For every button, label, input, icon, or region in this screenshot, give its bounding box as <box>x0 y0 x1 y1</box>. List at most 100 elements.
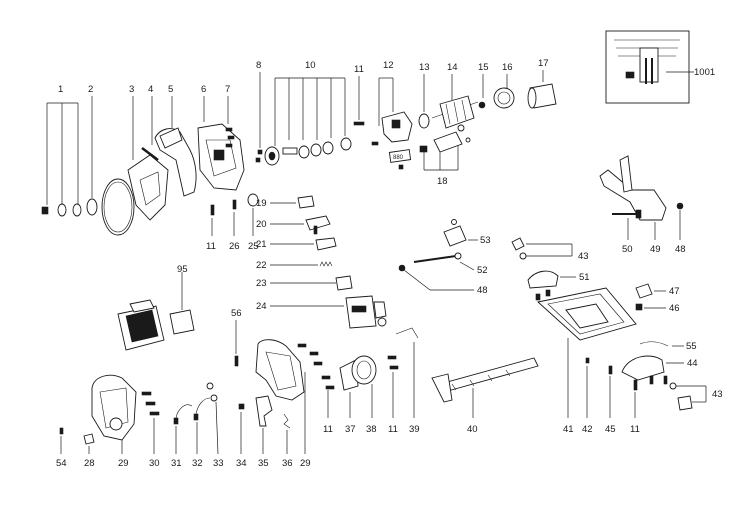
label-47: 47 <box>669 286 680 297</box>
part-10-gear-shaft-set <box>264 77 352 166</box>
label-29-right: 29 <box>300 458 311 469</box>
part-11-screw-right <box>633 379 638 418</box>
label-45: 45 <box>605 424 616 435</box>
part-5-blade-guard <box>154 96 197 197</box>
label-34: 34 <box>236 458 247 469</box>
label-8: 8 <box>256 60 261 71</box>
label-43-bottom: 43 <box>712 389 723 400</box>
part-4-pin <box>141 96 159 161</box>
label-11-housing: 11 <box>323 424 333 435</box>
label-23: 23 <box>256 278 267 289</box>
label-24: 24 <box>256 301 267 312</box>
label-95: 95 <box>177 264 188 275</box>
part-45-screw <box>608 365 613 418</box>
part-95-label <box>169 272 195 335</box>
part-51-bevel-lock <box>527 270 576 289</box>
part-39-hex-key <box>395 327 419 418</box>
label-44: 44 <box>687 358 698 369</box>
part-1-screw-washers <box>41 102 82 217</box>
part-56-pin <box>234 320 239 367</box>
battery-label: 880 <box>393 155 404 161</box>
part-11-screw-top <box>353 76 365 126</box>
part-46-nut <box>635 303 666 311</box>
label-1: 1 <box>58 84 63 95</box>
label-46: 46 <box>669 303 680 314</box>
label-20: 20 <box>256 219 267 230</box>
part-7-screws <box>225 96 235 148</box>
part-26-pin <box>232 199 237 236</box>
part-44-dust-port <box>621 355 684 381</box>
label-25: 25 <box>248 241 259 252</box>
label-37: 37 <box>345 424 356 435</box>
label-26: 26 <box>229 241 240 252</box>
part-20-lever <box>270 215 331 235</box>
label-56: 56 <box>231 308 242 319</box>
label-2: 2 <box>88 84 93 95</box>
label-3: 3 <box>129 84 134 95</box>
label-39: 39 <box>409 424 420 435</box>
part-battery-pack-small: 880 <box>388 149 412 170</box>
part-30-screws <box>141 391 160 454</box>
label-22: 22 <box>256 260 267 271</box>
label-11-left: 11 <box>206 241 216 252</box>
label-14: 14 <box>447 62 458 73</box>
part-41-base-plate <box>535 287 637 418</box>
label-49: 49 <box>650 244 661 255</box>
label-48-right: 48 <box>675 244 686 255</box>
part-47-knob <box>635 283 666 299</box>
part-54-pin <box>59 427 64 454</box>
label-40: 40 <box>467 424 478 435</box>
part-25-bushing <box>247 193 259 236</box>
part-battery-pack <box>117 299 165 351</box>
part-17-sleeve <box>527 70 557 109</box>
label-38: 38 <box>366 424 377 435</box>
part-50-bolt <box>612 209 642 240</box>
part-43-screws-top <box>511 237 573 260</box>
part-33-terminal <box>206 382 219 455</box>
label-5: 5 <box>168 84 173 95</box>
part-16-fan-cap <box>493 74 515 109</box>
label-41: 41 <box>563 424 574 435</box>
part-48-knob-right <box>676 202 684 240</box>
part-49-guide-rail <box>599 155 667 240</box>
part-24-switch-assembly <box>270 295 387 329</box>
part-32-wire <box>193 397 211 454</box>
part-35-trigger <box>255 395 273 454</box>
part-8-screws <box>255 72 263 163</box>
label-51: 51 <box>579 272 590 283</box>
part-13-bearing <box>418 74 430 129</box>
part-18-brush-holders <box>419 124 471 171</box>
label-13: 13 <box>419 62 430 73</box>
label-17: 17 <box>538 58 549 69</box>
label-18: 18 <box>437 176 448 187</box>
label-10: 10 <box>305 60 316 71</box>
part-38-gear-housing <box>351 355 377 418</box>
part-11-screw-left <box>210 204 215 236</box>
label-11-gear: 11 <box>388 424 398 435</box>
label-33: 33 <box>213 458 224 469</box>
label-4: 4 <box>148 84 153 95</box>
part-52-rod <box>413 252 475 271</box>
label-55: 55 <box>686 341 697 352</box>
label-1001: 1001 <box>694 67 715 78</box>
label-29-left: 29 <box>118 458 129 469</box>
label-53: 53 <box>480 235 491 246</box>
label-21: 21 <box>256 239 267 250</box>
label-36: 36 <box>282 458 293 469</box>
part-55-clip <box>639 341 684 347</box>
part-36-spring <box>283 413 291 454</box>
part-14-armature <box>431 74 486 129</box>
part-6-upper-housing <box>197 96 245 191</box>
part-31-wire <box>173 404 193 454</box>
label-11-right: 11 <box>630 424 640 435</box>
label-30: 30 <box>149 458 160 469</box>
label-54: 54 <box>56 458 67 469</box>
label-6: 6 <box>201 84 206 95</box>
label-48-left: 48 <box>477 285 488 296</box>
label-52: 52 <box>477 265 488 276</box>
part-53-clamp <box>443 219 478 247</box>
part-43-screws-bottom <box>649 375 707 411</box>
label-7: 7 <box>225 84 230 95</box>
label-43-top: 43 <box>578 251 589 262</box>
part-42-screw <box>585 357 590 418</box>
